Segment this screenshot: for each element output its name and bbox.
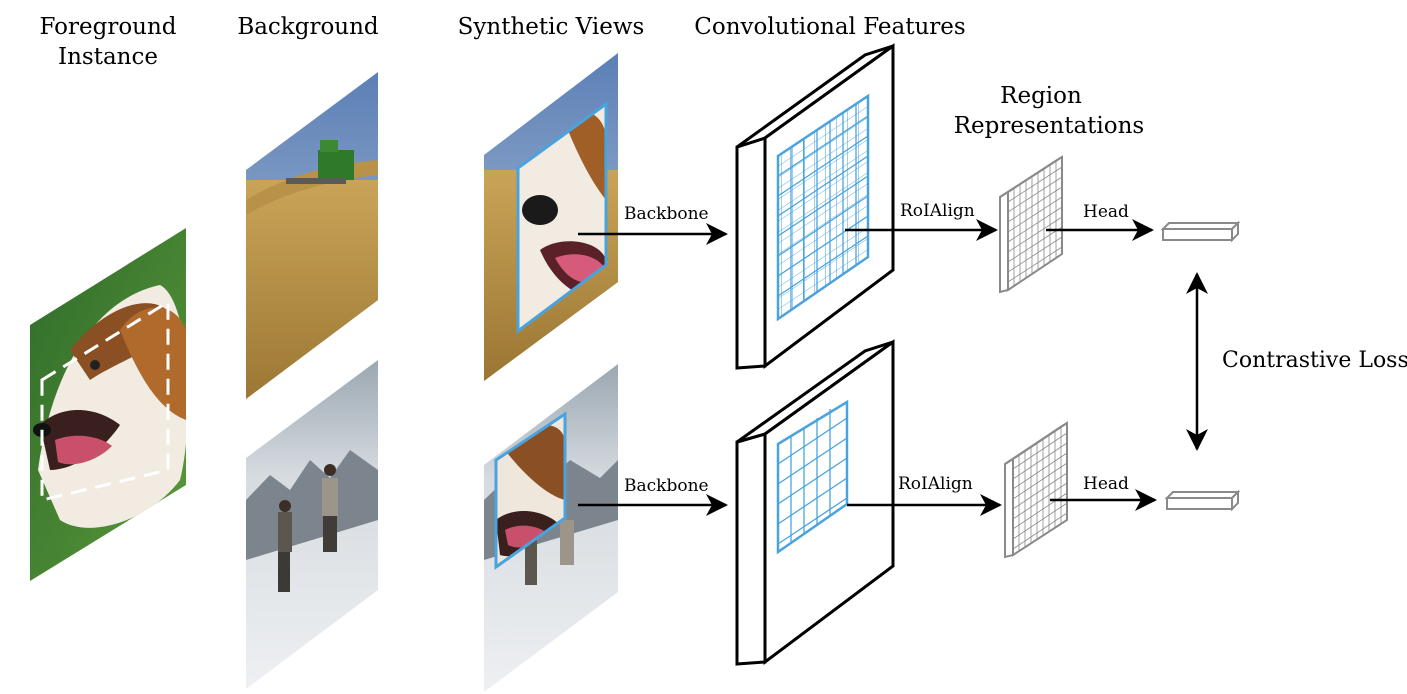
header-convolutional-features: Convolutional Features — [694, 14, 965, 40]
foreground-instance-image — [30, 228, 186, 581]
header-synthetic-views: Synthetic Views — [458, 14, 645, 40]
header-foreground-line2: Instance — [58, 44, 158, 70]
label-roialign-bottom: RoIAlign — [898, 474, 973, 494]
region-representation-bottom — [1004, 421, 1068, 559]
label-backbone-bottom: Backbone — [624, 476, 709, 496]
label-contrastive-loss: Contrastive Loss — [1222, 348, 1407, 373]
synthetic-view-top — [484, 53, 618, 381]
header-foreground-line1: Foreground — [39, 14, 176, 40]
synthetic-view-bottom — [484, 364, 618, 692]
region-representation-top — [999, 155, 1063, 294]
output-vector-bottom — [1164, 489, 1241, 512]
label-head-top: Head — [1083, 202, 1129, 222]
background-image-snow — [246, 360, 378, 689]
background-image-field — [246, 72, 378, 399]
output-vector-top — [1160, 220, 1241, 243]
roi-grid-bottom — [777, 409, 848, 545]
header-background: Background — [237, 14, 379, 40]
label-roialign-top: RoIAlign — [900, 201, 975, 221]
label-backbone-top: Backbone — [624, 204, 709, 224]
header-region-line2: Representations — [954, 113, 1145, 139]
conv-feature-map-top — [735, 43, 895, 370]
header-region-line1: Region — [1000, 83, 1082, 109]
conv-feature-map-bottom — [735, 339, 895, 666]
label-head-bottom: Head — [1083, 474, 1129, 494]
